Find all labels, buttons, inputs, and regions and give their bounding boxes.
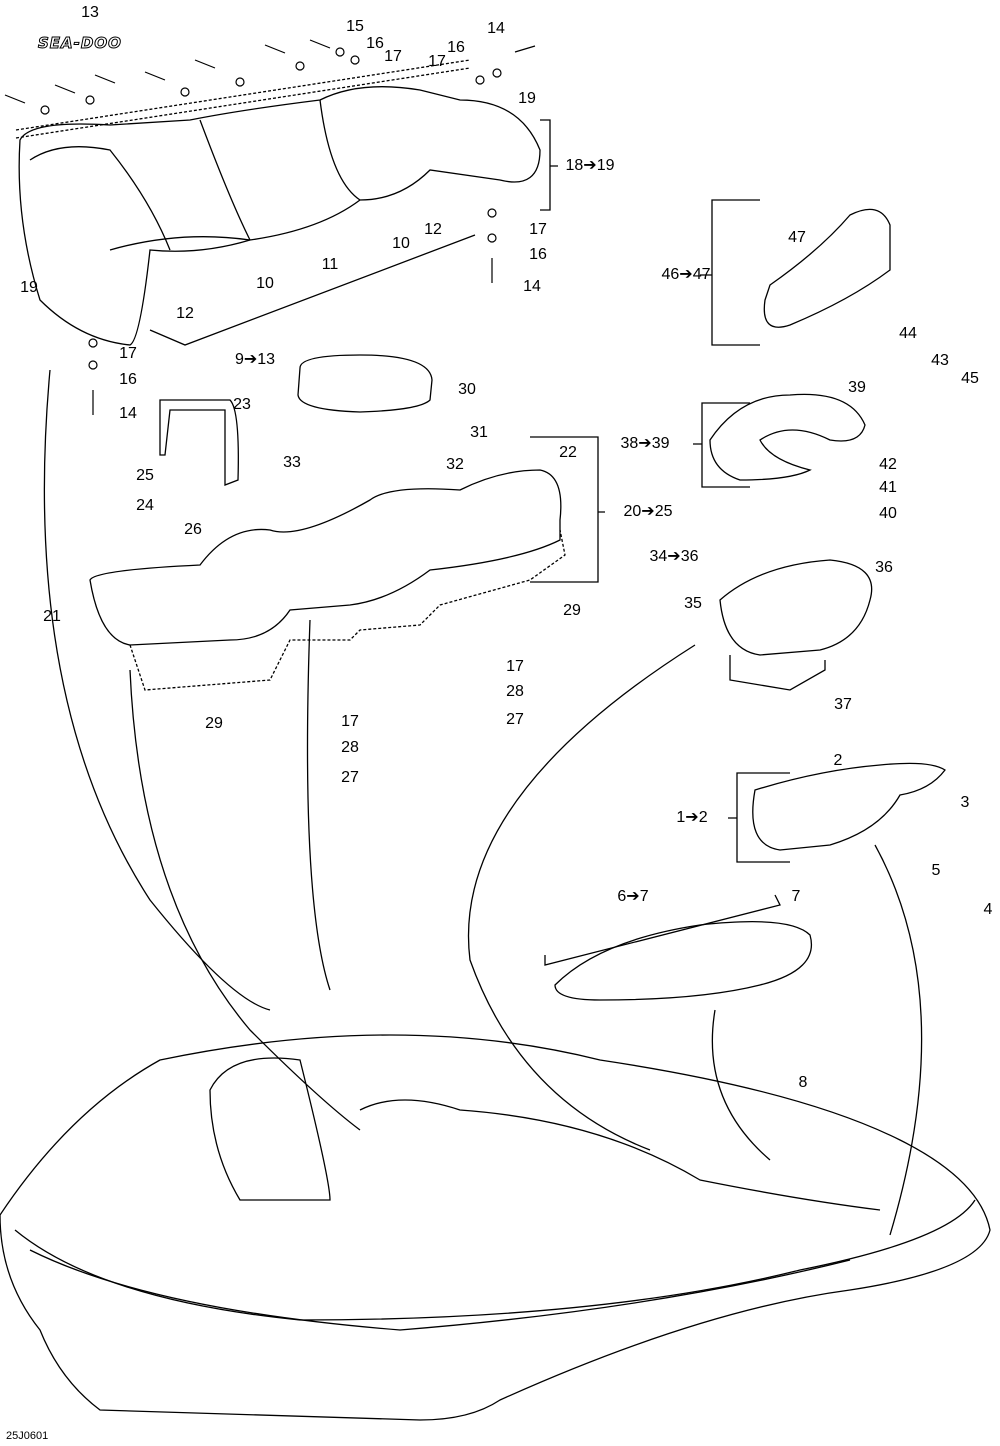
backrest-cushion [297,354,433,413]
backrest-47 [763,208,891,328]
callout-label: 10 [392,235,410,252]
callout-label: 25 [136,467,154,484]
callout-label: 16 [447,39,465,56]
callout-label: 17 [506,658,524,675]
callout-label: 17 [529,221,547,238]
callout-label: 42 [879,456,897,473]
callout-label: 28 [506,683,524,700]
callout-label: 17 [384,48,402,65]
callout-label: 30 [458,381,476,398]
callout-label: 19 [20,279,38,296]
callout-label: 40 [879,505,897,522]
callout-label: 3 [960,794,970,811]
main-seat-outline [89,469,562,646]
callout-label: 27 [506,711,524,728]
callout-label: 32 [446,456,464,473]
bolts-row [4,39,536,415]
cushion-7 [554,921,812,1001]
callout-label: 22 [559,444,577,461]
callout-label: 2 [833,752,843,769]
callout-label: 29 [563,602,581,619]
callout-label: 20➔25 [623,503,673,520]
reference-code: 25J0601 [6,1430,49,1442]
callout-label: 6➔7 [617,888,649,905]
callout-label: 12 [424,221,442,238]
callout-label: 46➔47 [661,266,711,283]
armrest-39 [709,393,866,481]
backrest-2 [752,762,946,851]
callout-label: 11 [321,256,339,273]
callout-label: 12 [176,305,194,322]
callout-label: 24 [136,497,154,514]
callout-label: 13 [81,4,99,21]
callout-label: 5 [931,862,941,879]
callout-label: 16 [366,35,384,52]
callout-label: 7 [791,888,801,905]
callout-label: 17 [341,713,359,730]
callout-label: 1➔2 [676,809,708,826]
callout-label: 37 [834,696,852,713]
callout-label: 26 [184,521,202,538]
callout-label: 17 [428,53,446,70]
callout-label: 29 [205,715,223,732]
callout-label: 41 [879,479,897,496]
callout-label: 9➔13 [234,351,276,368]
callout-label: 45 [961,370,979,387]
callout-label: 35 [684,595,702,612]
hull-outline [0,1034,991,1421]
callout-label: 18➔19 [565,157,615,174]
callout-label: 19 [518,90,536,107]
callout-label: 8 [798,1074,808,1091]
callout-label: 44 [899,325,917,342]
cushion-36 [719,559,873,656]
callout-label: 43 [931,352,949,369]
callout-label: 47 [788,229,806,246]
callout-label: 28 [341,739,359,756]
callout-label: 14 [487,20,505,37]
callout-label: 14 [523,278,541,295]
callout-label: 33 [283,454,301,471]
handle [159,399,239,486]
callout-label: 36 [875,559,893,576]
callout-label: 31 [470,424,488,441]
callout-label: 10 [256,275,274,292]
callout-label: 39 [848,379,866,396]
backrest-outline [18,86,541,346]
callout-label: 4 [983,901,993,918]
callout-label: 15 [346,18,364,35]
callout-label: 21 [43,608,61,625]
callout-label: 23 [233,396,251,413]
callout-label: 17 [119,345,137,362]
callout-label: 14 [119,405,137,422]
callout-label: 38➔39 [620,435,670,452]
sea-doo-logo: SEA-DOO [38,34,122,53]
callout-label: 27 [341,769,359,786]
callout-label: 16 [529,246,547,263]
callout-label: 16 [119,371,137,388]
callout-label: 34➔36 [649,548,699,565]
